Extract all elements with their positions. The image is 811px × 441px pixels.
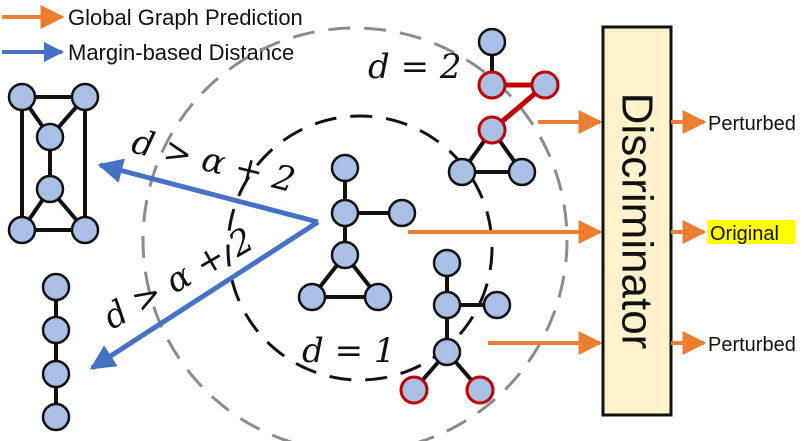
margin-arrow-upper <box>97 158 319 225</box>
legend-label-global-graph-prediction: Global Graph Prediction <box>68 5 303 30</box>
distance-label-d1: d = 1 <box>302 331 396 371</box>
graph-node <box>447 157 477 187</box>
legend: Global Graph Prediction Margin-based Dis… <box>2 5 303 65</box>
graph-node <box>477 27 507 57</box>
graph-node <box>432 290 462 320</box>
graph-node <box>432 337 462 367</box>
distance-label-d2: d = 2 <box>368 47 462 87</box>
graph-node-perturbed <box>399 375 429 405</box>
output-label-original: Original <box>710 223 779 245</box>
graph-node <box>41 272 71 302</box>
graph-node <box>330 198 360 228</box>
outer-distance-circle <box>141 26 569 441</box>
discriminator-box <box>601 25 673 417</box>
output-highlight-original <box>707 220 795 244</box>
graph-node <box>432 248 462 278</box>
graph-node <box>41 359 71 389</box>
inner-distance-circle <box>226 114 494 382</box>
graph-ladder <box>7 82 100 245</box>
graph-node-perturbed <box>477 115 507 145</box>
graph-node <box>387 198 417 228</box>
graph-node <box>330 240 360 270</box>
graph-original <box>297 153 417 312</box>
graph-perturbed-top <box>447 27 560 187</box>
graph-node-perturbed <box>477 70 507 100</box>
graph-node <box>330 153 360 183</box>
margin-arrow-lower <box>89 219 320 371</box>
graph-chain <box>41 272 71 432</box>
output-label-perturbed-top: Perturbed <box>708 113 796 135</box>
graph-node <box>7 215 37 245</box>
graph-node <box>35 174 65 204</box>
graph-node <box>297 282 327 312</box>
graph-perturbed-bottom <box>399 248 512 405</box>
discriminator-label: Discriminator <box>613 93 662 350</box>
graph-node <box>482 290 512 320</box>
graph-node <box>7 82 37 112</box>
graph-node <box>70 82 100 112</box>
margin-label-lower: d > α + 2 <box>97 220 261 338</box>
output-label-perturbed-bottom: Perturbed <box>708 334 796 356</box>
legend-label-margin-based-distance: Margin-based Distance <box>68 40 294 65</box>
graph-node <box>35 122 65 152</box>
graph-node-perturbed <box>465 375 495 405</box>
graph-node <box>507 157 537 187</box>
graph-node <box>41 315 71 345</box>
graph-node <box>363 282 393 312</box>
discriminator: Discriminator <box>601 25 673 417</box>
margin-label-upper: d > α + 2 <box>128 122 299 201</box>
graph-node-perturbed <box>530 70 560 100</box>
graph-node <box>41 402 71 432</box>
graph-node <box>70 215 100 245</box>
graphs <box>7 27 560 432</box>
